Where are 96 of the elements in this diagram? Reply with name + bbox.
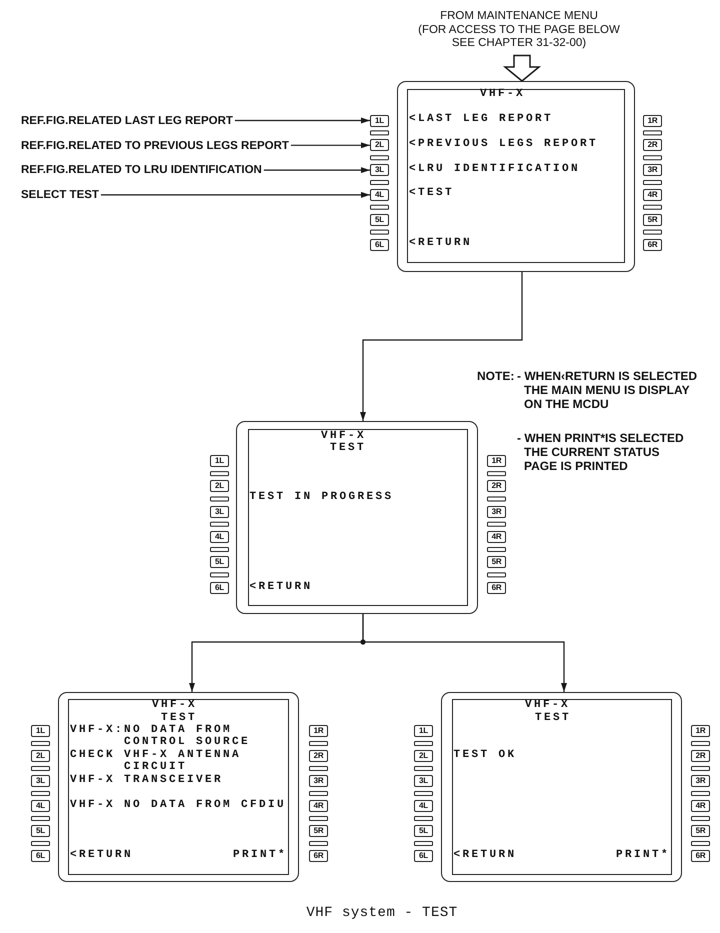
status-message: TEST IN PROGRESS xyxy=(250,490,394,504)
line-select-key: 4R xyxy=(487,530,506,543)
line-select-key: 1L xyxy=(414,725,433,737)
line-select-key: 4L xyxy=(414,800,433,812)
line-select-key: 6L xyxy=(414,850,433,862)
line-select-key: 6L xyxy=(370,238,389,250)
menu-option: <RETURN xyxy=(70,849,134,862)
line-select-key: 2R xyxy=(487,480,506,492)
line-select-key: 2R xyxy=(309,750,328,762)
note-heading: NOTE: xyxy=(477,370,514,384)
display-screen xyxy=(406,88,624,262)
line-select-key: 2L xyxy=(210,480,229,492)
line-select-key: 3L xyxy=(370,164,389,176)
line-select-key: 3L xyxy=(31,775,50,787)
line-select-key: 3R xyxy=(691,775,710,787)
display-bezel xyxy=(441,692,682,882)
line-select-key: 5L xyxy=(370,214,389,226)
line-select-key: 4L xyxy=(31,800,50,812)
screen-subtitle: TEST xyxy=(330,442,366,454)
line-select-key: 4L xyxy=(370,188,389,201)
callout-label: REF.FIG.RELATED TO PREVIOUS LEGS REPORT xyxy=(21,138,289,152)
line-select-key: 5R xyxy=(309,825,328,837)
line-select-key: 2L xyxy=(31,750,50,762)
line-select-key: 5R xyxy=(487,556,506,568)
line-select-key: 4L xyxy=(210,530,229,543)
block-arrow xyxy=(502,54,542,82)
display-screen xyxy=(68,698,288,874)
line-select-key: 4R xyxy=(309,800,328,812)
line-select-key: 2R xyxy=(691,750,710,762)
fault-message: VHF-X TRANSCEIVER xyxy=(70,774,224,786)
display-screen xyxy=(248,428,468,606)
line-select-key: 2R xyxy=(643,139,662,152)
flow-arrow xyxy=(362,614,567,692)
line-select-key: 6L xyxy=(210,582,229,594)
display-screen xyxy=(452,698,672,874)
menu-option: <RETURN xyxy=(454,849,517,862)
menu-option: <RETURN xyxy=(409,237,472,250)
screen-subtitle: TEST xyxy=(161,712,198,724)
line-select-key: 5R xyxy=(643,214,662,226)
leader-arrow xyxy=(234,118,370,124)
leader-arrow xyxy=(290,142,370,148)
figure-caption: VHF system - TEST xyxy=(306,904,458,922)
screen-subtitle: TEST xyxy=(535,712,572,724)
screen-title: VHF-X xyxy=(480,88,526,101)
line-select-key: 5R xyxy=(691,825,710,837)
callout-label: REF.FIG.RELATED TO LRU IDENTIFICATION xyxy=(21,163,262,177)
menu-option: PRINT* xyxy=(616,849,670,862)
fault-message: VHF-X NO DATA FROM CFDIU xyxy=(70,799,286,812)
callout-label: REF.FIG.RELATED LAST LEG REPORT xyxy=(21,114,233,128)
line-select-key: 6R xyxy=(691,850,710,862)
line-select-key: 5L xyxy=(210,556,229,568)
menu-option: <PREVIOUS LEGS REPORT xyxy=(409,138,598,151)
note-text: - WHEN‹RETURN IS SELECTED THE MAIN MENU IS DISPLAY ON THE MCDU xyxy=(517,370,698,412)
line-select-key: 3R xyxy=(643,164,662,176)
fault-message: CHECK VHF-X ANTENNA CIRCUIT xyxy=(70,748,242,774)
fault-message: VHF-X:NO DATA FROM CONTROL SOURCE xyxy=(70,724,252,749)
source-note: (FOR ACCESS TO THE PAGE BELOW SEE CHAPTER 31-32-00) xyxy=(417,24,621,50)
line-select-key: 6R xyxy=(309,850,328,862)
flow-arrow xyxy=(360,272,523,421)
display-bezel xyxy=(58,692,299,882)
line-select-key: 1R xyxy=(487,455,506,467)
status-message: TEST OK xyxy=(454,749,517,762)
line-select-key: 1L xyxy=(210,455,229,467)
line-select-key: 5L xyxy=(414,825,433,837)
line-select-key: 1L xyxy=(370,114,389,126)
menu-option: <LRU IDENTIFICATION xyxy=(409,162,580,176)
display-bezel xyxy=(397,81,635,272)
line-select-key: 3L xyxy=(210,506,229,518)
line-select-key: 4R xyxy=(691,800,710,812)
line-select-key: 5L xyxy=(31,825,50,837)
line-select-key: 6L xyxy=(31,850,50,862)
line-select-key: 3L xyxy=(414,775,433,787)
leader-arrow xyxy=(264,167,370,174)
line-select-key: 4R xyxy=(643,188,662,201)
menu-option: PRINT* xyxy=(232,849,287,862)
source-heading: FROM MAINTENANCE MENU xyxy=(440,10,598,24)
line-select-key: 1R xyxy=(643,114,662,126)
line-select-key: 6R xyxy=(487,582,506,594)
menu-option: <LAST LEG REPORT xyxy=(409,113,554,126)
line-select-key: 1R xyxy=(309,725,328,737)
menu-option: <RETURN xyxy=(250,580,313,594)
line-select-key: 1L xyxy=(31,725,50,737)
line-select-key: 3R xyxy=(309,775,328,787)
menu-option: <TEST xyxy=(409,187,454,200)
screen-title: VHF-X xyxy=(152,698,198,712)
line-select-key: 1R xyxy=(691,725,710,737)
line-select-key: 2L xyxy=(370,139,389,152)
screen-title: VHF-X xyxy=(525,698,570,712)
note-text: - WHEN PRINT*IS SELECTED THE CURRENT STATUS PAGE IS PRINTED xyxy=(517,432,685,474)
line-select-key: 2L xyxy=(414,750,433,762)
screen-title: VHF-X xyxy=(321,430,366,442)
line-select-key: 6R xyxy=(643,238,662,250)
line-select-key: 3R xyxy=(487,506,506,518)
callout-label: SELECT TEST xyxy=(21,188,99,202)
display-bezel xyxy=(236,421,478,614)
leader-arrow xyxy=(100,192,370,198)
